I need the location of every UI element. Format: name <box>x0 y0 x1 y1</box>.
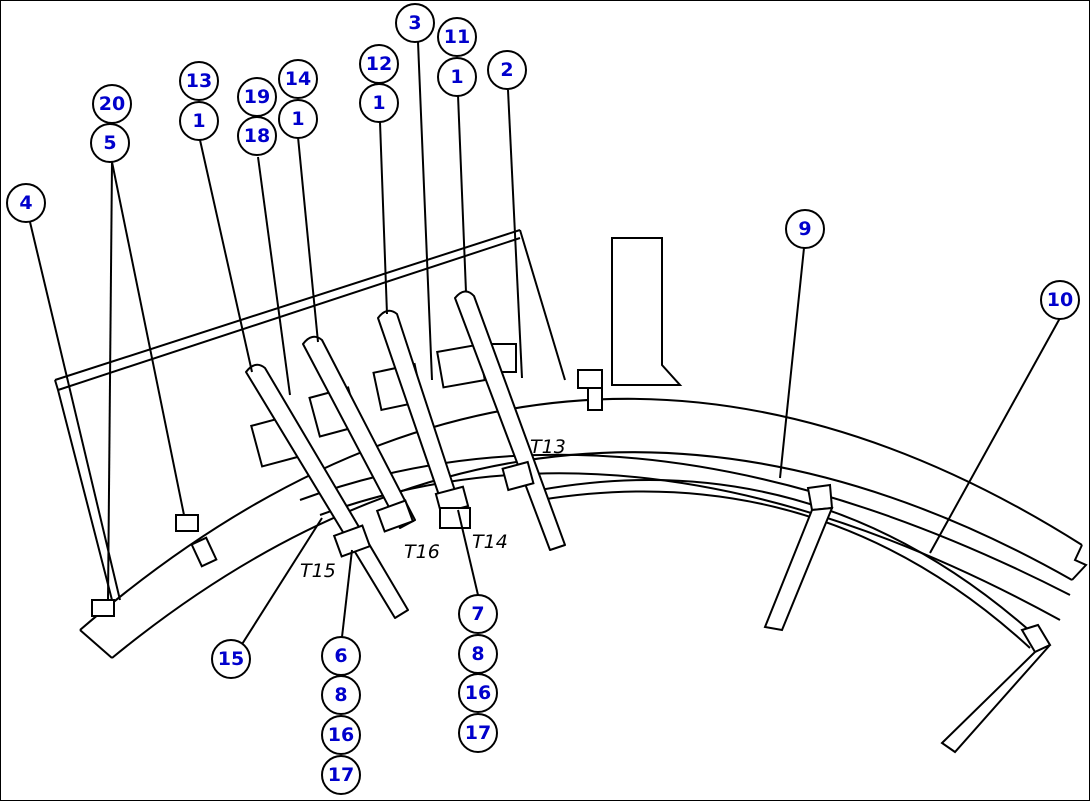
cover-plate <box>54 229 566 601</box>
callout-12: 12 <box>359 44 399 84</box>
callout-label: 8 <box>334 684 347 706</box>
lower-tube-fittings <box>332 460 535 558</box>
callout-label: 5 <box>103 132 116 154</box>
callout-label: 19 <box>244 86 270 108</box>
callout-8: 8 <box>321 675 361 715</box>
callout-7: 7 <box>458 594 498 634</box>
callout-1: 1 <box>179 101 219 141</box>
tube-label-t16: T16 <box>404 541 440 563</box>
callout-1: 1 <box>278 99 318 139</box>
callout-3: 3 <box>395 3 435 43</box>
main-frame-arc <box>79 397 1088 659</box>
bracket-clamp-9 <box>763 483 834 632</box>
callout-1: 1 <box>437 57 477 97</box>
callout-8: 8 <box>458 634 498 674</box>
callout-label: 9 <box>798 218 811 240</box>
callout-15: 15 <box>211 639 251 679</box>
callout-18: 18 <box>237 116 277 156</box>
tube-label-t13: T13 <box>530 436 566 458</box>
callout-label: 17 <box>328 764 354 786</box>
hydraulic-tubes <box>245 290 566 619</box>
callout-label: 1 <box>291 108 304 130</box>
callout-label: 12 <box>366 53 392 75</box>
bracket-clamp-lower <box>940 623 1052 754</box>
callout-4: 4 <box>6 183 46 223</box>
mounting-bolts <box>91 369 603 617</box>
callout-13: 13 <box>179 61 219 101</box>
callout-label: 11 <box>444 26 470 48</box>
callout-19: 19 <box>237 77 277 117</box>
callout-label: 8 <box>471 643 484 665</box>
tube-label-t15: T15 <box>300 560 336 582</box>
callout-17: 17 <box>321 755 361 795</box>
callout-2: 2 <box>487 50 527 90</box>
callout-label: 2 <box>500 59 513 81</box>
callout-6: 6 <box>321 636 361 676</box>
callout-label: 7 <box>471 603 484 625</box>
callout-label: 10 <box>1047 289 1073 311</box>
callout-label: 1 <box>450 66 463 88</box>
callout-20: 20 <box>92 84 132 124</box>
callout-label: 3 <box>408 12 421 34</box>
callout-5: 5 <box>90 123 130 163</box>
callout-17: 17 <box>458 713 498 753</box>
tube-label-t14: T14 <box>472 531 508 553</box>
callout-16: 16 <box>321 715 361 755</box>
callout-10: 10 <box>1040 280 1080 320</box>
callout-14: 14 <box>278 59 318 99</box>
leader-lines <box>29 41 1061 661</box>
callout-label: 20 <box>99 93 125 115</box>
callout-label: 13 <box>186 70 212 92</box>
inner-ring <box>539 479 1041 649</box>
callout-label: 1 <box>372 92 385 114</box>
callout-label: 16 <box>328 724 354 746</box>
callout-16: 16 <box>458 673 498 713</box>
callout-label: 15 <box>218 648 244 670</box>
callout-1: 1 <box>359 83 399 123</box>
callout-label: 14 <box>285 68 311 90</box>
callout-label: 17 <box>465 722 491 744</box>
callout-9: 9 <box>785 209 825 249</box>
callout-11: 11 <box>437 17 477 57</box>
vertical-post <box>611 237 683 386</box>
callout-label: 18 <box>244 125 270 147</box>
callout-label: 16 <box>465 682 491 704</box>
callout-label: 1 <box>192 110 205 132</box>
callout-label: 4 <box>19 192 32 214</box>
callout-label: 6 <box>334 645 347 667</box>
